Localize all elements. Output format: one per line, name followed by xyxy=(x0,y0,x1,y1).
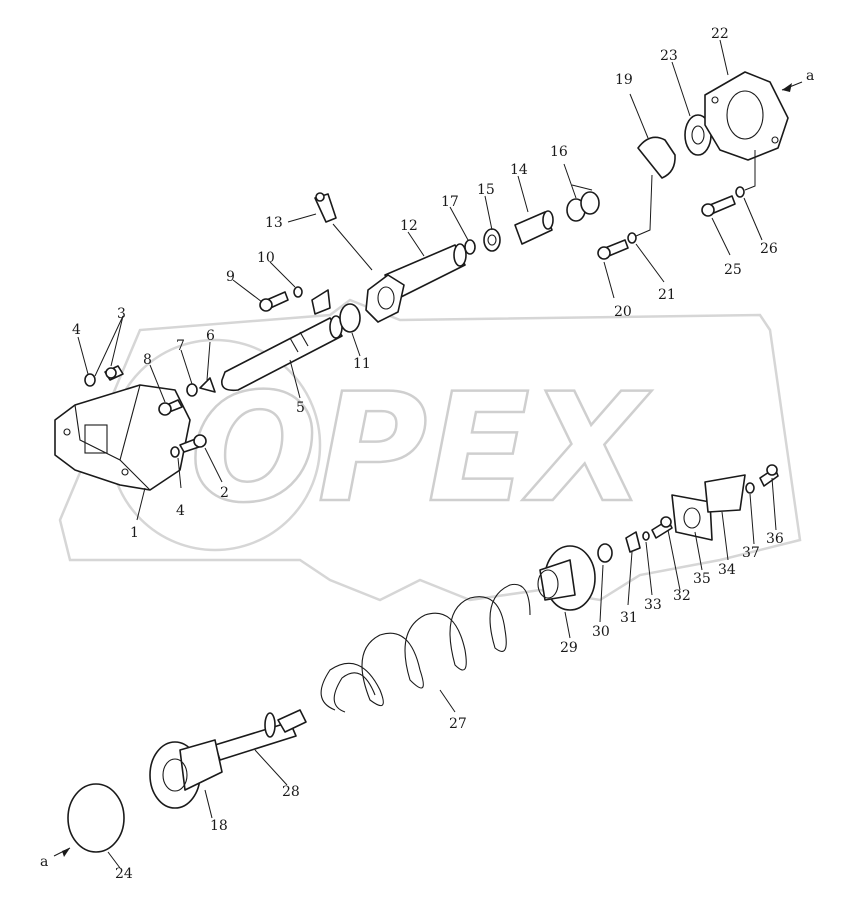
part-30-nut xyxy=(597,543,613,563)
part-34-plate xyxy=(704,474,746,513)
part-labels: 1 2 3 4 4 5 6 7 8 9 10 11 12 13 14 15 16… xyxy=(72,26,784,882)
arrow-label-top: a xyxy=(806,68,814,84)
part-4-washer-lower xyxy=(170,446,180,458)
label-part-22: 22 xyxy=(711,26,729,42)
label-part-35: 35 xyxy=(693,571,711,587)
part-8-bolt xyxy=(158,399,183,416)
label-part-33: 33 xyxy=(644,597,662,613)
part-12-cylinder xyxy=(365,243,467,323)
watermark-gear-outline xyxy=(58,298,802,602)
part-3-bolt xyxy=(104,365,124,381)
label-part-20: 20 xyxy=(614,304,632,320)
part-36-bolt xyxy=(759,464,779,487)
label-part-9: 9 xyxy=(226,269,235,285)
part-31-lock xyxy=(625,531,641,553)
label-part-25: 25 xyxy=(724,262,742,278)
label-part-16: 16 xyxy=(550,144,568,160)
part-27-spring xyxy=(320,583,531,713)
arrow-label-bottom: a xyxy=(40,854,48,870)
label-part-4-upper: 4 xyxy=(72,322,81,338)
part-25-bolt xyxy=(701,195,736,217)
watermark-text: OPEX xyxy=(190,362,652,536)
part-16-seal-pair xyxy=(566,191,600,222)
part-35-gasket xyxy=(671,494,713,541)
part-24-o-ring xyxy=(67,783,125,853)
part-28-rod xyxy=(214,709,307,761)
label-part-23: 23 xyxy=(660,48,678,64)
label-part-8: 8 xyxy=(143,352,152,368)
part-6-washer xyxy=(199,377,216,393)
part-11-o-ring xyxy=(339,303,361,333)
part-29-piston xyxy=(537,545,596,611)
part-5-rod xyxy=(221,315,343,392)
label-part-30: 30 xyxy=(592,624,610,640)
arrow-a-top: a xyxy=(781,68,814,92)
label-part-18: 18 xyxy=(210,818,228,834)
part-21-washer xyxy=(627,232,637,244)
part-2-bolt xyxy=(179,434,207,453)
leader-lines xyxy=(77,39,777,869)
watermark: OPEX xyxy=(58,298,802,602)
label-part-11: 11 xyxy=(353,356,371,372)
label-part-6: 6 xyxy=(206,328,215,344)
label-part-3: 3 xyxy=(117,306,126,322)
label-part-27: 27 xyxy=(449,716,467,732)
label-part-28: 28 xyxy=(282,784,300,800)
label-part-4-lower: 4 xyxy=(176,503,185,519)
label-part-34: 34 xyxy=(718,562,736,578)
label-part-5: 5 xyxy=(296,400,305,416)
part-1-housing xyxy=(54,384,191,491)
label-part-1: 1 xyxy=(130,525,139,541)
lock-plate xyxy=(311,289,331,315)
label-part-19: 19 xyxy=(615,72,633,88)
part-18-flange xyxy=(149,739,223,809)
part-32-bolt xyxy=(651,516,673,539)
label-part-15: 15 xyxy=(477,182,495,198)
part-9-bolt xyxy=(259,291,289,312)
label-part-31: 31 xyxy=(620,610,638,626)
part-20-bolt xyxy=(597,239,629,260)
label-part-32: 32 xyxy=(673,588,691,604)
part-17-nut xyxy=(464,239,476,255)
part-14-valve xyxy=(514,210,554,245)
label-part-24: 24 xyxy=(115,866,133,882)
label-part-36: 36 xyxy=(766,531,784,547)
label-part-2: 2 xyxy=(220,485,229,501)
label-part-12: 12 xyxy=(400,218,418,234)
part-22-cover xyxy=(704,71,789,161)
label-part-14: 14 xyxy=(510,162,528,178)
label-part-21: 21 xyxy=(658,287,676,303)
part-19-gasket xyxy=(637,136,676,179)
label-part-26: 26 xyxy=(760,241,778,257)
part-13-fitting xyxy=(314,192,337,223)
arrow-a-bottom: a xyxy=(40,847,71,870)
part-15-bearing xyxy=(483,228,501,252)
part-4-washer-upper xyxy=(84,373,96,387)
label-part-10: 10 xyxy=(257,250,275,266)
label-part-13: 13 xyxy=(265,215,283,231)
label-part-17: 17 xyxy=(441,194,459,210)
part-26-washer xyxy=(735,186,745,198)
part-7-nut xyxy=(186,383,198,397)
part-10-washer xyxy=(293,286,303,298)
part-37-washer xyxy=(745,482,755,494)
part-33-washer xyxy=(642,531,650,541)
label-part-7: 7 xyxy=(176,338,185,354)
label-part-37: 37 xyxy=(742,545,760,561)
label-part-29: 29 xyxy=(560,640,578,656)
